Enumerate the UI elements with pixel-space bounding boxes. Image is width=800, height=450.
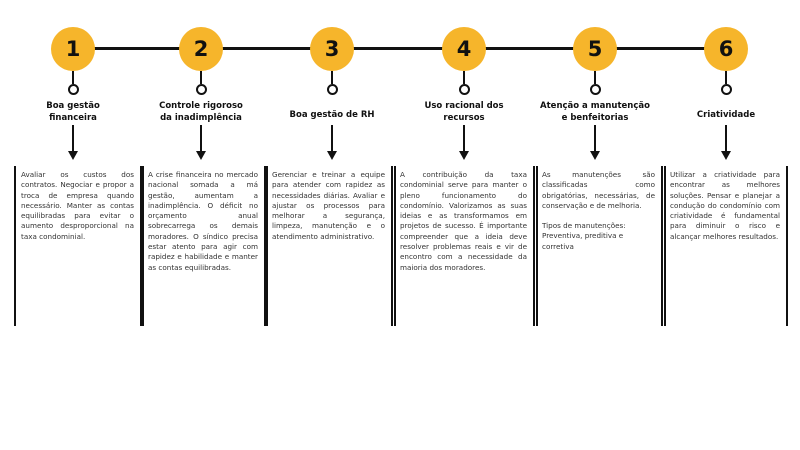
column-border-right	[661, 166, 663, 326]
connector-node	[68, 84, 79, 95]
connector-stem	[725, 71, 727, 84]
connector-node	[196, 84, 207, 95]
step-title: Boa gestão de RH	[266, 109, 398, 121]
step-number: 6	[718, 37, 734, 61]
step-title-line: Atenção a manutenção	[540, 101, 650, 111]
step-number: 2	[193, 37, 209, 61]
column-border-left	[664, 166, 666, 326]
connector-node	[327, 84, 338, 95]
description-paragraph: Tipos de manutenções: Preventiva, predit…	[542, 221, 626, 251]
description-paragraph: A crise financeira no mercado nacional s…	[148, 170, 258, 272]
description-paragraph: Gerenciar e treinar a equipe para atende…	[272, 170, 385, 241]
column-border-left	[394, 166, 396, 326]
step-number-badge: 5	[573, 27, 617, 71]
step-number-badge: 2	[179, 27, 223, 71]
connector-node	[590, 84, 601, 95]
timeline-line	[73, 47, 727, 50]
step-number: 3	[324, 37, 340, 61]
arrow-down-icon	[459, 125, 469, 160]
step-title-line: Controle rigoroso	[159, 101, 243, 111]
step-title-line: da inadimplência	[160, 113, 242, 123]
connector-stem	[200, 71, 202, 84]
connector-node	[459, 84, 470, 95]
step-title-line: Uso racional dos	[424, 101, 504, 111]
connector-stem	[463, 71, 465, 84]
connector-stem	[594, 71, 596, 84]
arrow-down-icon	[196, 125, 206, 160]
step-6-description: Utilizar a criatividade para encontrar a…	[670, 170, 780, 252]
connector-stem	[72, 71, 74, 84]
step-title-line: e benfeitorias	[561, 113, 629, 123]
description-paragraph: As manutenções são classificadas como ob…	[542, 170, 655, 210]
column-border-left	[536, 166, 538, 326]
step-title: Controle rigoroso da inadimplência	[135, 100, 267, 124]
step-2-description: A crise financeira no mercado nacional s…	[148, 170, 258, 283]
step-number-badge: 6	[704, 27, 748, 71]
step-number-badge: 1	[51, 27, 95, 71]
connector-stem	[331, 71, 333, 84]
step-number: 1	[65, 37, 81, 61]
step-number-badge: 3	[310, 27, 354, 71]
arrow-down-icon	[327, 125, 337, 160]
step-3-description: Gerenciar e treinar a equipe para atende…	[272, 170, 385, 252]
connector-node	[721, 84, 732, 95]
column-border-left	[14, 166, 16, 326]
column-border-right	[140, 166, 142, 326]
step-number-badge: 4	[442, 27, 486, 71]
step-4-description: A contribuição da taxa condominial serve…	[400, 170, 527, 283]
column-border-right	[391, 166, 393, 326]
step-number: 4	[456, 37, 472, 61]
step-title: Uso racional dos recursos	[398, 100, 530, 124]
column-border-left	[266, 166, 268, 326]
arrow-down-icon	[68, 125, 78, 160]
step-1-description: Avaliar os custos dos contratos. Negocia…	[21, 170, 134, 252]
step-title-line: Boa gestão	[46, 101, 100, 111]
step-title-line: Criatividade	[696, 110, 756, 120]
arrow-down-icon	[590, 125, 600, 160]
column-border-right	[264, 166, 266, 326]
step-title-line: financeira	[49, 113, 97, 123]
column-border-left	[142, 166, 144, 326]
description-paragraph: Utilizar a criatividade para encontrar a…	[670, 170, 780, 241]
step-number: 5	[587, 37, 603, 61]
step-title: Criatividade	[660, 109, 792, 121]
arrow-down-icon	[721, 125, 731, 160]
description-paragraph: A contribuição da taxa condominial serve…	[400, 170, 527, 272]
step-title: Atenção a manutenção e benfeitorias	[529, 100, 661, 124]
step-title: Boa gestão financeira	[7, 100, 139, 124]
step-5-description: As manutenções são classificadas como ob…	[542, 170, 655, 262]
description-paragraph: Avaliar os custos dos contratos. Negocia…	[21, 170, 134, 241]
step-title-line: recursos	[443, 113, 485, 123]
step-title-line: Boa gestão de RH	[289, 110, 375, 120]
column-border-right	[533, 166, 535, 326]
column-border-right	[786, 166, 788, 326]
